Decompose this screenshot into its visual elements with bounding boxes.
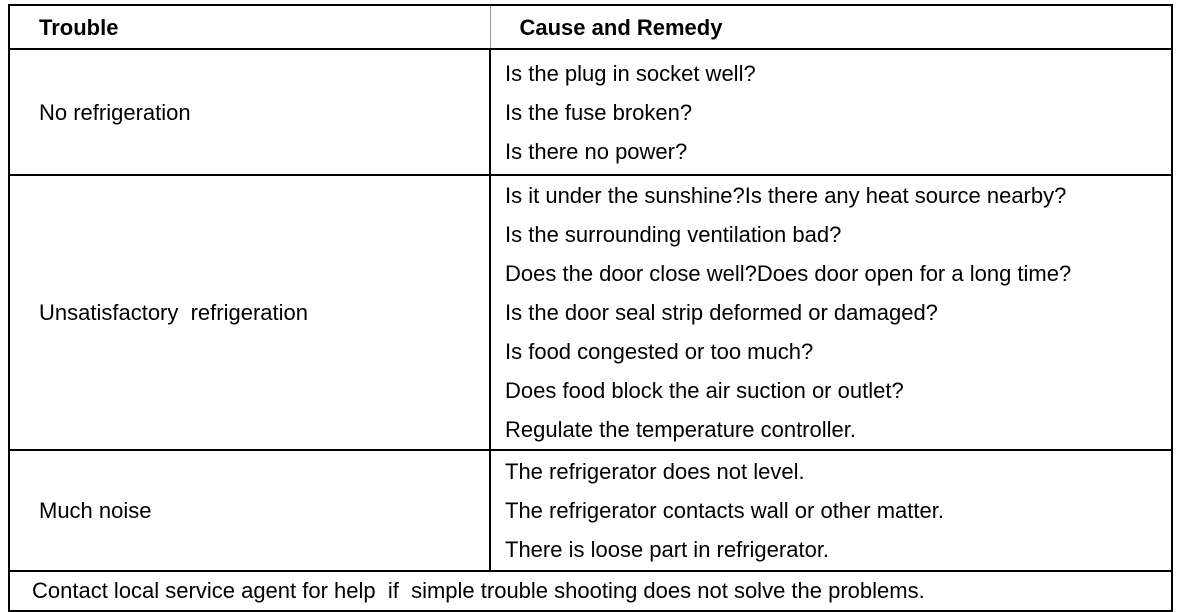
cause-line: Is the door seal strip deformed or damag… — [505, 300, 938, 325]
table-row: Unsatisfactory refrigeration Is it under… — [8, 174, 1173, 451]
troubleshooting-table: Trouble Cause and Remedy No refrigeratio… — [8, 4, 1173, 612]
cause-list: Is it under the sunshine?Is there any he… — [505, 176, 1165, 449]
table-row: Much noise The refrigerator does not lev… — [8, 449, 1173, 572]
trouble-label: No refrigeration — [39, 99, 191, 125]
cause-cell-much-noise: The refrigerator does not level. The ref… — [489, 449, 1173, 572]
trouble-cell-no-refrigeration: No refrigeration — [8, 48, 491, 176]
cause-cell-no-refrigeration: Is the plug in socket well? Is the fuse … — [489, 48, 1173, 176]
cause-line: The refrigerator does not level. — [505, 459, 805, 484]
table-body: No refrigeration Is the plug in socket w… — [8, 48, 1173, 612]
trouble-label: Much noise — [39, 498, 152, 523]
cause-list: The refrigerator does not level. The ref… — [505, 452, 1165, 569]
trouble-label: Unsatisfactory refrigeration — [39, 300, 308, 325]
trouble-cell-unsatisfactory-refrigeration: Unsatisfactory refrigeration — [8, 174, 491, 451]
cause-line: Does food block the air suction or outle… — [505, 378, 904, 403]
footer-note-text: Contact local service agent for help if … — [32, 578, 925, 603]
cause-line: Regulate the temperature controller. — [505, 417, 856, 442]
cause-line: Is the surrounding ventilation bad? — [505, 222, 842, 247]
cause-line: Is the plug in socket well? — [505, 60, 756, 86]
column-header-trouble: Trouble — [8, 4, 491, 50]
column-header-cause-label: Cause and Remedy — [519, 14, 723, 40]
table-head: Trouble Cause and Remedy — [8, 4, 1173, 50]
trouble-cell-much-noise: Much noise — [8, 449, 491, 572]
footer-note-cell: Contact local service agent for help if … — [8, 570, 1173, 612]
table-footer-row: Contact local service agent for help if … — [8, 570, 1173, 612]
cause-cell-unsatisfactory-refrigeration: Is it under the sunshine?Is there any he… — [489, 174, 1173, 451]
cause-line: Is the fuse broken? — [505, 99, 693, 125]
table-row: No refrigeration Is the plug in socket w… — [8, 48, 1173, 176]
cause-line: Does the door close well?Does door open … — [505, 261, 1072, 286]
cause-line: Is it under the sunshine?Is there any he… — [505, 183, 1067, 208]
troubleshooting-table-container: Trouble Cause and Remedy No refrigeratio… — [8, 4, 1173, 612]
column-header-cause: Cause and Remedy — [489, 4, 1173, 50]
cause-list: Is the plug in socket well? Is the fuse … — [505, 54, 1165, 171]
cause-line: Is there no power? — [505, 138, 688, 164]
table-header-row: Trouble Cause and Remedy — [8, 4, 1173, 50]
column-header-trouble-label: Trouble — [39, 14, 119, 40]
cause-line: Is food congested or too much? — [505, 339, 814, 364]
cause-line: There is loose part in refrigerator. — [505, 537, 830, 562]
cause-line: The refrigerator contacts wall or other … — [505, 498, 944, 523]
